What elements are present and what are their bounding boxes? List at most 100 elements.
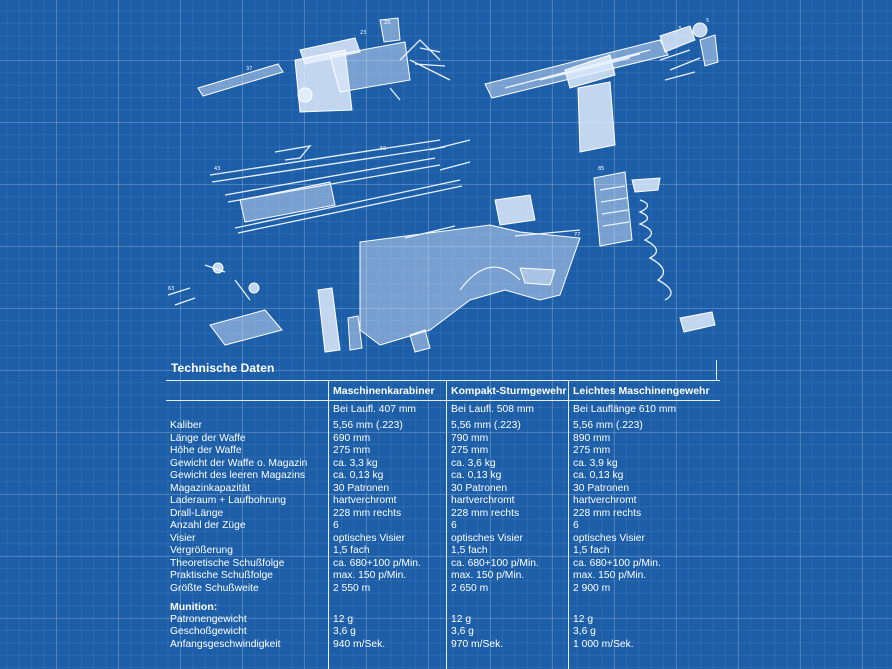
hammer [213, 263, 223, 273]
row-value: 1,5 fach [451, 545, 488, 556]
svg-text:59: 59 [380, 146, 386, 152]
gas-valve [700, 35, 718, 66]
table-title: Technische Daten [171, 361, 275, 375]
row-value: 940 m/Sek. [333, 638, 386, 650]
row-value: 228 mm rechts [333, 507, 402, 519]
stock-body [360, 225, 580, 345]
trigger-guard [460, 267, 520, 290]
row-value: 5,56 mm (.223) [333, 420, 403, 431]
column-header-leichtes-maschinengewehr: Leichtes Maschinengewehr [573, 385, 710, 397]
guide-rods-group [210, 140, 470, 233]
column-divider-3 [568, 380, 569, 669]
trigger-housing [210, 310, 282, 345]
barrel-group [485, 23, 718, 152]
spring-clip [400, 40, 440, 60]
row-value: 30 Patronen [451, 482, 508, 494]
column-header-maschinenkarabiner: Maschinenkarabiner [333, 385, 435, 397]
magazine [594, 172, 632, 246]
recoil-spring [275, 146, 310, 160]
row-value: ca. 3,3 kg [333, 457, 378, 469]
guide-rod-lower [235, 180, 462, 233]
svg-text:25: 25 [384, 20, 390, 26]
row-value: 3,6 g [451, 626, 474, 638]
svg-text:3: 3 [678, 26, 681, 32]
row-value: 1,5 fach [333, 545, 370, 556]
exploded-parts-drawing: 25 23 37 5 3 43 59 77 85 63 [0, 0, 892, 360]
row-value: max. 150 p/Min. [333, 570, 407, 581]
row-value: 12 g [333, 614, 354, 625]
row-value: optisches Visier [573, 532, 645, 544]
row-label: Gewicht des leeren Magazins [170, 470, 306, 481]
row-value: 5,56 mm (.223) [573, 420, 643, 431]
row-label: Drall-Länge [170, 507, 224, 519]
release-lever [410, 330, 430, 352]
row-value: 275 mm [333, 445, 371, 456]
row-value: 890 mm [573, 432, 611, 444]
barrel-note: Bei Laufl. 407 mm [333, 404, 416, 415]
row-label: Länge der Waffe [170, 432, 246, 444]
row-value: ca. 680+100 p/Min. [573, 557, 661, 569]
row-value: 2 900 m [573, 582, 611, 594]
trigger-pins [168, 265, 250, 305]
svg-text:63: 63 [168, 286, 174, 292]
row-value: ca. 680+100 p/Min. [333, 557, 421, 569]
row-value: optisches Visier [451, 532, 523, 544]
row-label: Patronengewicht [170, 614, 247, 625]
row-value: hartverchromt [451, 495, 515, 506]
row-value: 690 mm [333, 432, 371, 444]
row-label: Visier [170, 532, 196, 544]
muzzle-cap [693, 23, 707, 37]
row-value: ca. 3,6 kg [451, 457, 496, 469]
svg-text:37: 37 [246, 66, 252, 72]
row-label: Vergrößerung [170, 545, 233, 556]
trigger-group [168, 263, 430, 352]
follower [632, 178, 660, 192]
magazine-ribs [600, 186, 629, 226]
row-label: Laderaum + Laufbohrung [170, 495, 286, 506]
row-value: 2 550 m [333, 582, 371, 594]
row-label: Kaliber [170, 420, 203, 431]
row-value: max. 150 p/Min. [573, 570, 647, 581]
row-value: 1 000 m/Sek. [573, 638, 634, 650]
row-value: 228 mm rechts [573, 507, 642, 519]
row-value: optisches Visier [333, 532, 405, 544]
row-label: Magazinkapazität [170, 482, 251, 494]
row-value: 6 [451, 520, 457, 531]
stock-insert [495, 195, 535, 225]
row-value: 30 Patronen [573, 482, 630, 494]
title-rule [166, 380, 720, 382]
row-label: Gewicht der Waffe o. Magazin [170, 457, 308, 469]
row-value: ca. 680+100 p/Min. [451, 557, 539, 569]
row-value: 6 [333, 520, 339, 531]
svg-text:23: 23 [360, 30, 366, 36]
svg-text:85: 85 [598, 166, 604, 172]
butt-plate [318, 288, 340, 352]
row-value: ca. 0,13 kg [573, 470, 624, 481]
magazine-group [594, 172, 715, 332]
svg-text:43: 43 [214, 166, 220, 172]
row-value: 228 mm rechts [451, 507, 520, 519]
row-value: 3,6 g [333, 626, 356, 638]
svg-text:5: 5 [706, 18, 709, 24]
row-value: ca. 0,13 kg [333, 470, 384, 481]
row-value: ca. 3,9 kg [573, 457, 618, 469]
stock-rails [405, 226, 580, 238]
cocking-piece [298, 88, 312, 102]
row-value: 2 650 m [451, 582, 489, 594]
magazine-floorplate [680, 312, 715, 332]
column-divider-2 [446, 380, 447, 669]
piston-rod [198, 64, 283, 96]
row-value: 970 m/Sek. [451, 638, 504, 650]
row-value: 6 [573, 520, 579, 531]
fore-grip [578, 82, 615, 152]
column-header-kompakt-sturmgewehr: Kompakt-Sturmgewehr [451, 385, 567, 397]
magazine-spring [640, 200, 671, 300]
barrel-pins [660, 50, 700, 80]
row-value: hartverchromt [333, 495, 397, 506]
row-label: Höhe der Waffe [170, 445, 242, 456]
trigger-part [520, 268, 555, 285]
row-label: Anzahl der Züge [170, 520, 246, 531]
sear [249, 283, 259, 293]
row-label: Anfangsgeschwindigkeit [170, 638, 281, 650]
